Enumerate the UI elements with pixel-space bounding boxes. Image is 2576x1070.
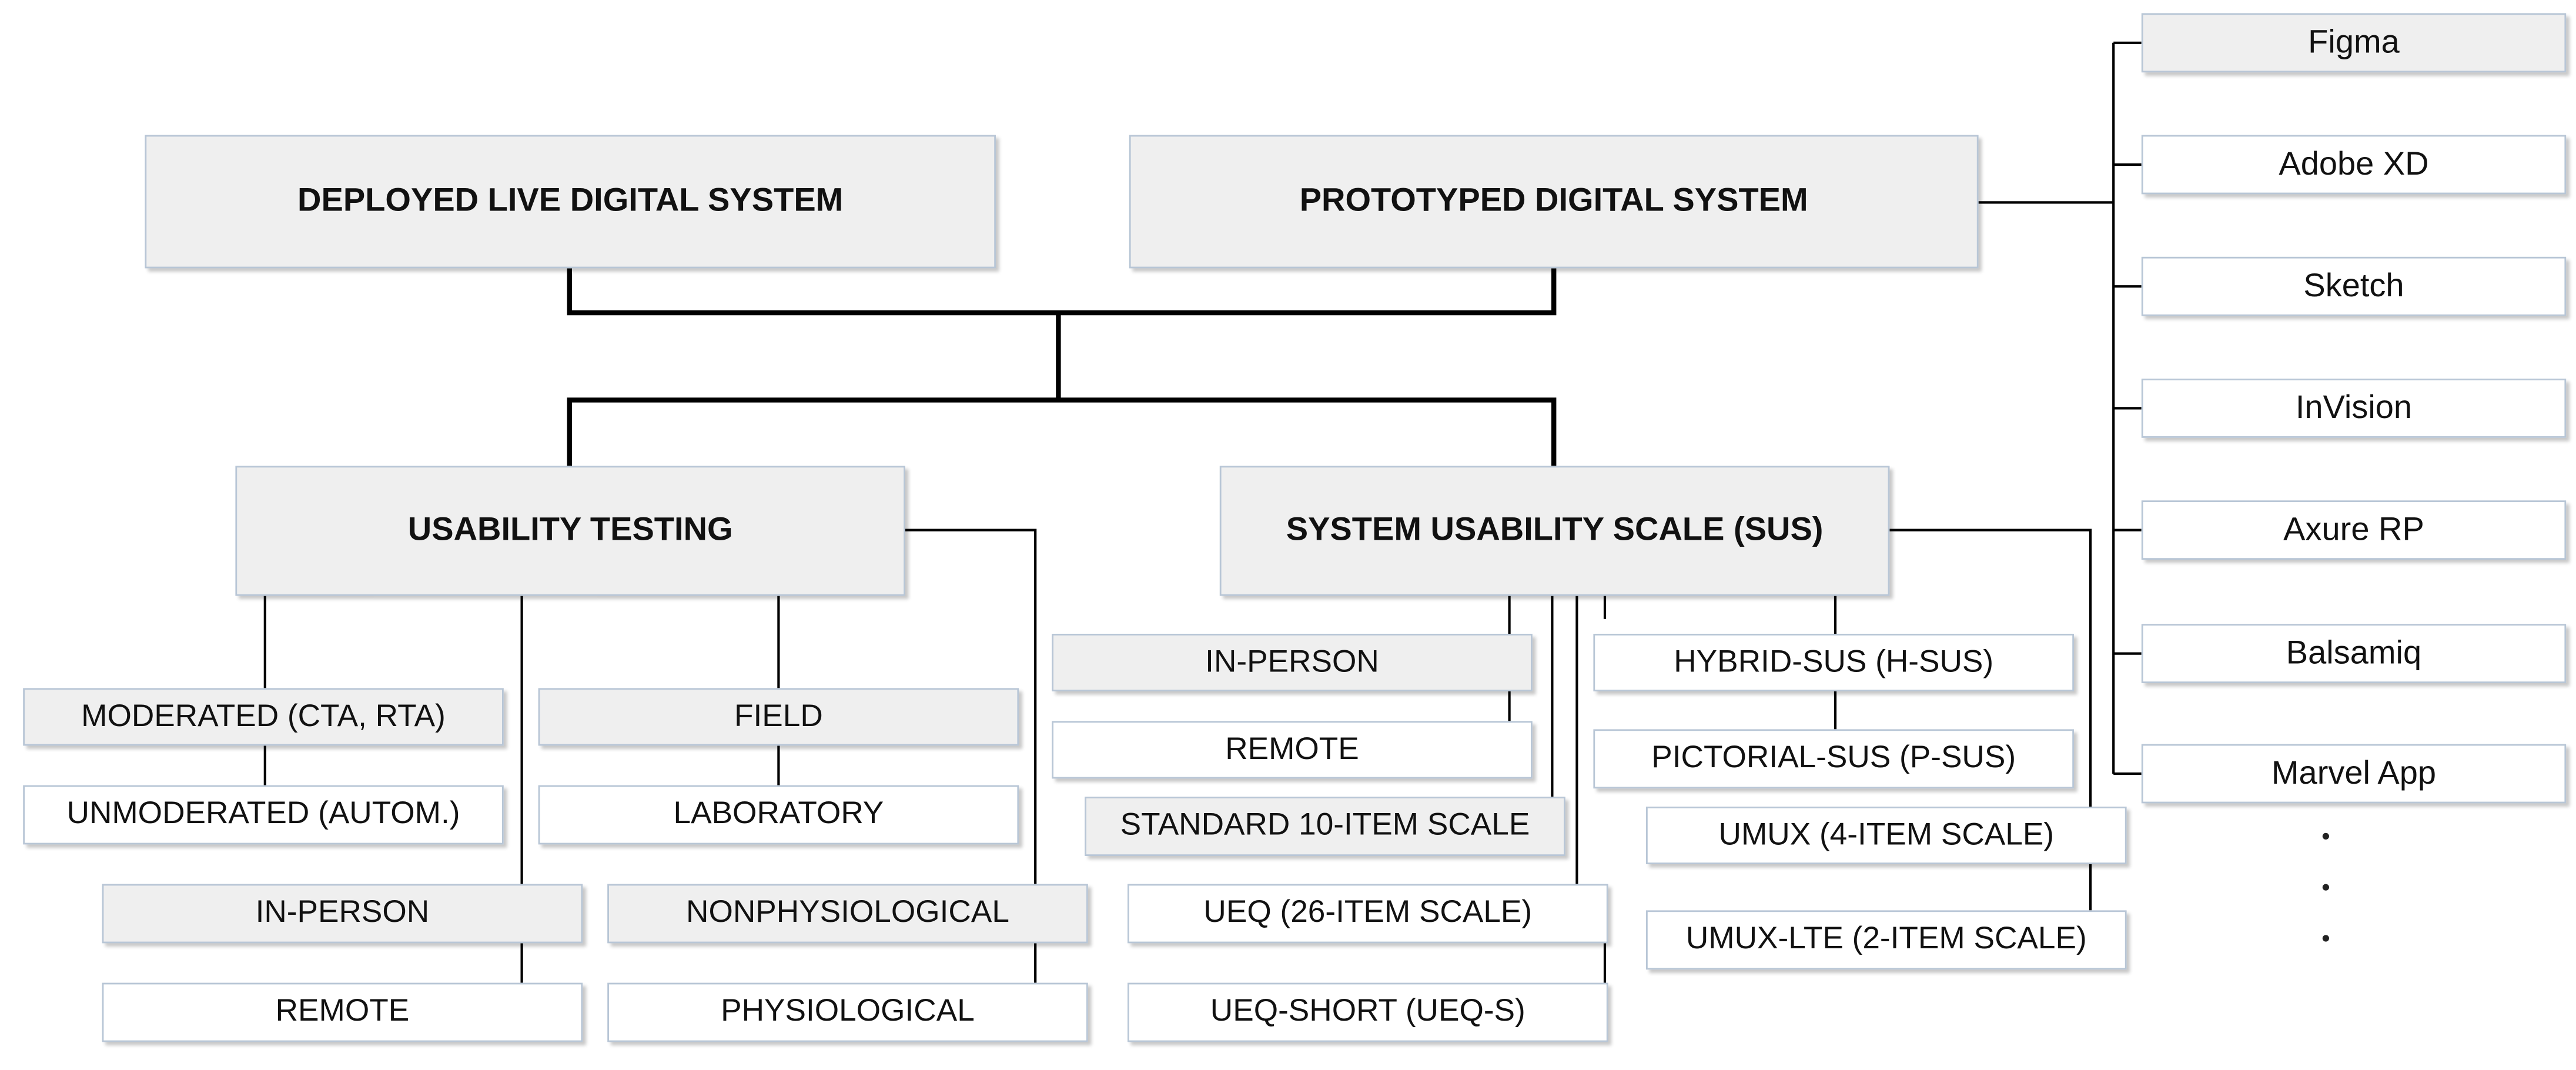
field-node: FIELD [538, 688, 1019, 746]
standard-scale-node: STANDARD 10-ITEM SCALE [1085, 797, 1565, 856]
tool-sketch: Sketch [2141, 256, 2567, 316]
ellipsis-dot [2322, 832, 2329, 840]
tool-adobe-xd: Adobe XD [2141, 135, 2567, 195]
tool-figma: Figma [2141, 13, 2567, 73]
sus-in-person-node: IN-PERSON [1052, 634, 1533, 691]
physiological-node: PHYSIOLOGICAL [607, 982, 1088, 1042]
moderated-node: MODERATED (CTA, RTA) [23, 688, 504, 746]
unmoderated-node: UNMODERATED (AUTOM.) [23, 785, 504, 845]
deployed-system-node: DEPLOYED LIVE DIGITAL SYSTEM [145, 135, 996, 269]
ueq-node: UEQ (26-ITEM SCALE) [1128, 884, 1608, 944]
nonphysiological-node: NONPHYSIOLOGICAL [607, 884, 1088, 944]
umux-node: UMUX (4-ITEM SCALE) [1646, 807, 2127, 864]
laboratory-node: LABORATORY [538, 785, 1019, 845]
ut-remote-node: REMOTE [102, 982, 583, 1042]
ut-in-person-node: IN-PERSON [102, 884, 583, 944]
hybrid-sus-node: HYBRID-SUS (H-SUS) [1593, 634, 2074, 691]
tool-balsamiq: Balsamiq [2141, 624, 2567, 683]
pictorial-sus-node: PICTORIAL-SUS (P-SUS) [1593, 729, 2074, 789]
ueq-short-node: UEQ-SHORT (UEQ-S) [1128, 982, 1608, 1042]
ellipsis-dot [2322, 935, 2329, 942]
tool-axure-rp: Axure RP [2141, 500, 2567, 560]
usability-testing-node: USABILITY TESTING [235, 466, 905, 596]
tool-marvel-app: Marvel App [2141, 744, 2567, 804]
ellipsis-dot [2322, 884, 2329, 891]
tool-invision: InVision [2141, 379, 2567, 438]
prototyped-system-node: PROTOTYPED DIGITAL SYSTEM [1129, 135, 1979, 269]
sus-remote-node: REMOTE [1052, 721, 1533, 779]
umux-lte-node: UMUX-LTE (2-ITEM SCALE) [1646, 910, 2127, 970]
sus-node: SYSTEM USABILITY SCALE (SUS) [1219, 466, 1890, 596]
